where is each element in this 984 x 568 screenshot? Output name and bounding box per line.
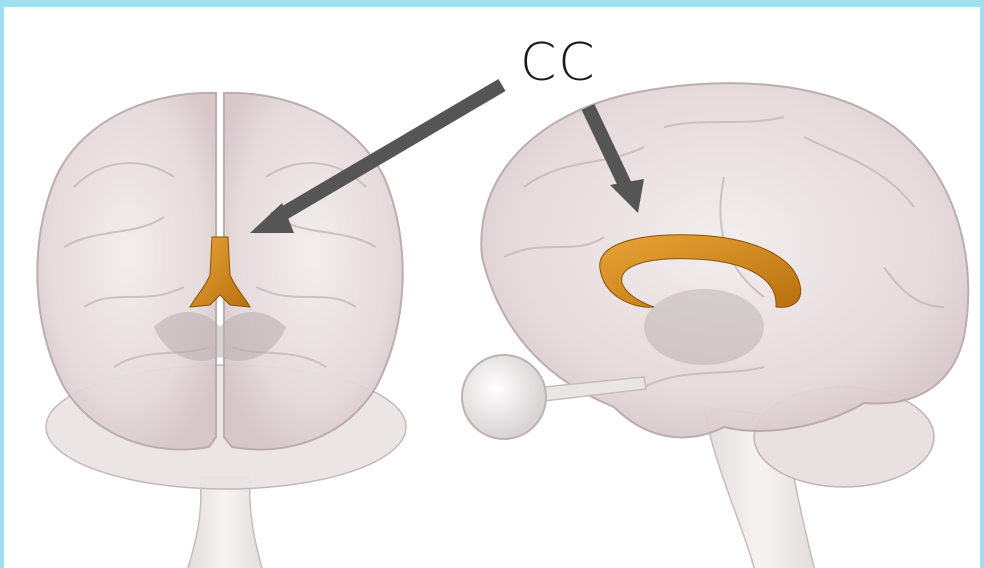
brain-diagram <box>4 7 984 568</box>
frontal-brain-view <box>37 93 406 568</box>
thalamus-shadow <box>644 289 764 365</box>
left-hemisphere <box>37 93 216 450</box>
frontal-spinal-cord <box>186 477 264 568</box>
cc-label: CC <box>520 37 597 89</box>
sagittal-brain-view <box>462 83 968 568</box>
eyeball-icon <box>462 355 546 439</box>
